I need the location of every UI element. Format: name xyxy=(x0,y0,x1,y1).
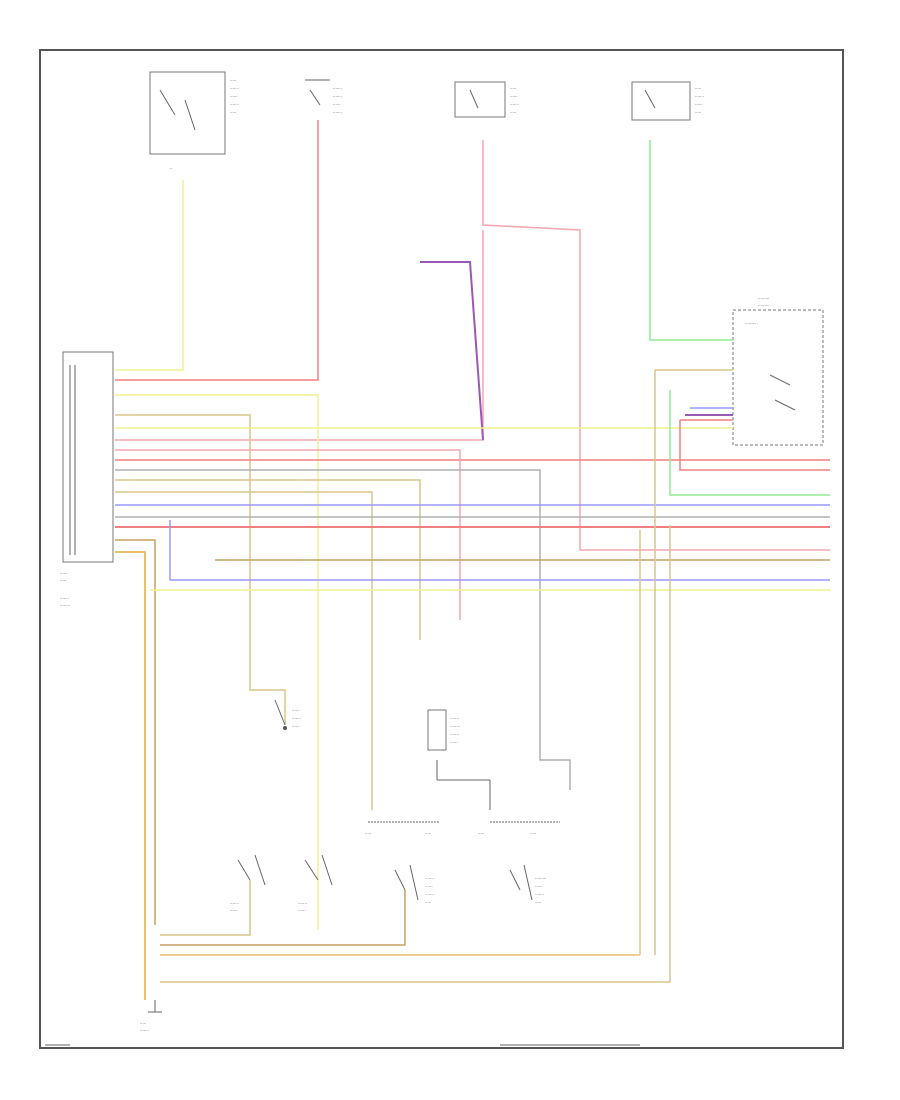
wire-gray-horizontal xyxy=(115,469,571,790)
wire-bottom-bus-4 xyxy=(160,525,671,983)
left-door-switch-component: ······· ······ xyxy=(230,854,266,913)
control-module-component: ······· ········ ······· ······ xyxy=(427,709,491,810)
wire-green-top-right xyxy=(649,140,733,341)
wire-brown-horizontal xyxy=(115,539,156,925)
svg-text:·········: ········· xyxy=(758,296,769,301)
wire-orange-horizontal xyxy=(115,551,146,1000)
svg-text:·····: ····· xyxy=(425,831,431,836)
wire-yellow-horizontal xyxy=(115,394,319,930)
svg-text:·······: ······· xyxy=(425,892,434,897)
svg-text:······: ······ xyxy=(230,94,238,99)
svg-text:·······: ······· xyxy=(695,94,704,99)
svg-text:·······: ······· xyxy=(450,732,459,737)
connector-bar-2: ····· ····· xyxy=(478,821,560,836)
svg-text:·····: ····· xyxy=(230,78,236,83)
svg-text:·····: ····· xyxy=(365,831,371,836)
svg-text:·······: ······· xyxy=(425,876,434,881)
svg-text:········: ········ xyxy=(450,724,460,729)
svg-text:·····: ····· xyxy=(695,86,701,91)
top-left-relay-component: ····· ······· ······ ······· ····· ·· xyxy=(149,71,239,171)
diagram-frame xyxy=(39,49,844,1049)
left-connector-block: ······ ····· ······· ········ xyxy=(60,351,114,608)
svg-text:······: ······ xyxy=(60,571,68,576)
ground-symbol: ····· ······· xyxy=(140,1000,162,1033)
svg-text:·······: ······· xyxy=(292,716,301,721)
svg-text:·······: ······· xyxy=(510,102,519,107)
wire-tan-horizontal-1 xyxy=(115,414,286,725)
svg-text:·······: ······· xyxy=(230,86,239,91)
svg-text:·······: ······· xyxy=(333,86,342,91)
wire-yellow-top-left xyxy=(115,180,184,371)
svg-text:······: ······ xyxy=(425,884,433,889)
svg-text:······: ······ xyxy=(292,708,300,713)
svg-text:······: ······ xyxy=(333,102,341,107)
connector-bar-1: ····· ····· xyxy=(365,821,440,836)
svg-text:·····: ····· xyxy=(510,110,516,115)
svg-text:·····: ····· xyxy=(425,900,431,905)
wire-pink-horizontal-2 xyxy=(115,449,461,620)
svg-text:·····: ····· xyxy=(230,110,236,115)
svg-text:·····: ····· xyxy=(478,831,484,836)
svg-text:·······: ······· xyxy=(450,716,459,721)
seat-belt-switch-component: ······ ······· ······ xyxy=(274,699,301,730)
svg-text:·····: ····· xyxy=(535,900,541,905)
svg-text:······: ······ xyxy=(450,740,458,745)
svg-text:·····: ····· xyxy=(140,1021,146,1026)
svg-text:·······: ······· xyxy=(333,110,342,115)
svg-text:··········: ·········· xyxy=(745,321,758,326)
svg-text:········: ········ xyxy=(60,603,70,608)
svg-text:·····: ····· xyxy=(530,831,536,836)
right-door-switch-component: ······· ······ xyxy=(298,854,333,913)
top-fuse-block-component: ····· ······ ······· ····· xyxy=(454,81,519,118)
svg-text:·······: ······· xyxy=(230,102,239,107)
svg-text:·······: ······· xyxy=(535,892,544,897)
svg-text:··: ·· xyxy=(170,166,173,171)
passenger-door-switch-component: ········· ······ ······· ····· xyxy=(509,864,546,905)
driver-door-switch-component: ······· ······ ······· ····· xyxy=(394,864,434,905)
wire-tan-horizontal-3 xyxy=(115,491,373,810)
wire-pink-top-fuse-block xyxy=(482,140,830,551)
svg-text:·····: ····· xyxy=(695,110,701,115)
wire-bottom-bus-2 xyxy=(160,890,406,946)
svg-text:······: ······ xyxy=(510,94,518,99)
wire-purple-mid xyxy=(420,261,484,441)
wire-bottom-bus-1 xyxy=(160,880,251,936)
top-fuse-component-1: ······· ······· ······ ······· xyxy=(305,79,342,115)
svg-text:·········: ········· xyxy=(535,876,546,881)
svg-text:·······: ······· xyxy=(60,596,69,601)
svg-text:·······: ······· xyxy=(298,901,307,906)
svg-text:······: ······ xyxy=(292,724,300,729)
svg-text:······: ······ xyxy=(230,908,238,913)
wire-red-relay-down xyxy=(679,420,830,471)
svg-text:······: ······ xyxy=(695,102,703,107)
wire-red-top-1 xyxy=(115,120,319,381)
svg-text:·········: ········· xyxy=(758,303,769,308)
svg-text:·······: ······· xyxy=(140,1028,149,1033)
top-fuse-component-2: ····· ······· ······ ····· xyxy=(631,81,704,121)
svg-text:·······: ······· xyxy=(333,94,342,99)
svg-text:·····: ····· xyxy=(510,86,516,91)
svg-text:·······: ······· xyxy=(230,901,239,906)
wire-tan-horizontal-2 xyxy=(115,479,421,640)
right-relay-component: ········· ········· ·········· xyxy=(732,296,824,446)
wire-green-relay xyxy=(669,390,830,496)
svg-text:······: ······ xyxy=(298,908,306,913)
svg-text:·····: ····· xyxy=(60,578,66,583)
svg-text:······: ······ xyxy=(535,884,543,889)
wire-blue-horizontal-2 xyxy=(169,520,830,581)
